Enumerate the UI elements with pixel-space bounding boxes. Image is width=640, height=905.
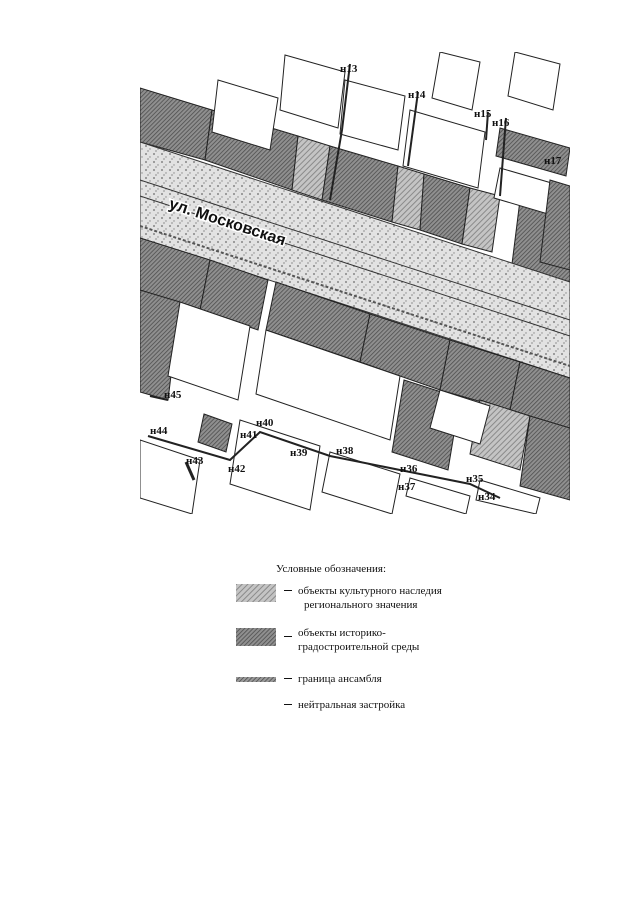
ensemble-boundary-line [236, 677, 276, 682]
map-area [140, 52, 570, 514]
legend-dash [284, 678, 292, 679]
legend-item-heritage: объекты культурного наследия регионально… [236, 584, 516, 614]
legend-dash [284, 704, 292, 705]
point-label: н16 [492, 117, 510, 129]
point-label: н14 [408, 89, 426, 101]
legend-item-text: граница ансамбля [298, 673, 382, 685]
dark-hatch-swatch [236, 628, 276, 646]
point-label: н39 [290, 447, 308, 459]
point-label: н34 [478, 491, 496, 503]
legend-dash [284, 636, 292, 637]
point-label: н37 [398, 481, 416, 493]
point-label: н15 [474, 108, 492, 120]
legend-item-text: объекты культурного наследия регионально… [298, 585, 442, 611]
point-label: н38 [336, 445, 354, 457]
legend-item-ensemble-boundary: граница ансамбля [236, 672, 516, 688]
legend-item-text: нейтральная застройка [298, 699, 406, 711]
point-label: н40 [256, 417, 274, 429]
point-label: н13 [340, 63, 358, 75]
neutral-building-blank [236, 698, 276, 714]
point-label: н36 [400, 463, 418, 475]
legend-item-environment: объекты историко- градостроительной сред… [236, 626, 516, 656]
legend-item-neutral: нейтральная застройка [236, 698, 516, 714]
point-label: н35 [466, 473, 484, 485]
point-label: н42 [228, 463, 246, 475]
point-label: н17 [544, 155, 562, 167]
light-hatch-swatch [236, 584, 276, 602]
point-label: н45 [164, 389, 182, 401]
point-label: н44 [150, 425, 168, 437]
point-label: н41 [240, 429, 257, 441]
cadastral-map: ул. Московская н13 н14 н15 н16 н17 н45 н… [140, 52, 570, 514]
boundary-point-labels: н13 н14 н15 н16 н17 н45 н44 н43 н42 н41 … [150, 63, 562, 503]
legend-title: Условные обозначения: [276, 563, 387, 575]
point-label: н43 [186, 455, 204, 467]
legend-item-text: объекты историко- градостроительной сред… [298, 627, 420, 653]
legend-dash [284, 590, 292, 591]
